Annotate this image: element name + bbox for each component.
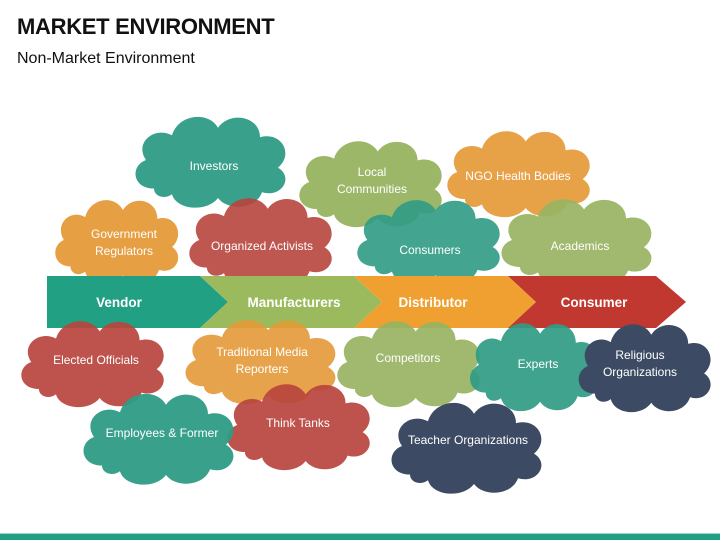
svg-text:Local: Local <box>358 165 387 179</box>
page-subtitle: Non-Market Environment <box>17 50 195 67</box>
cloud-competitors: Competitors <box>337 321 480 408</box>
cloud-teacher-organizations: Teacher Organizations <box>391 402 542 494</box>
cloud-label: Investors <box>190 159 239 173</box>
svg-text:Employees & Former: Employees & Former <box>106 426 219 440</box>
cloud-employees-former: Employees & Former <box>83 393 234 485</box>
cloud-traditional-media-reporters: Traditional Media Reporters <box>185 320 336 405</box>
cloud-academics: Academics <box>501 199 652 286</box>
stage-distributor <box>354 276 536 328</box>
stage-consumer <box>508 276 686 328</box>
svg-text:Competitors: Competitors <box>376 351 441 365</box>
stage-label-distributor: Distributor <box>399 295 469 310</box>
svg-text:Academics: Academics <box>551 239 610 253</box>
svg-text:Traditional Media: Traditional Media <box>216 345 308 359</box>
cloud-think-tanks: Think Tanks <box>227 384 370 471</box>
svg-text:Organized Activists: Organized Activists <box>211 239 313 253</box>
svg-text:Elected Officials: Elected Officials <box>53 353 139 367</box>
svg-text:Consumers: Consumers <box>399 243 460 257</box>
cloud-investors: Investors <box>135 116 286 208</box>
cloud-organized-activists: Organized Activists <box>189 198 332 287</box>
stage-manufacturers <box>200 276 382 328</box>
footer-accent-bar <box>0 533 720 540</box>
stage-label-vendor: Vendor <box>96 295 143 310</box>
stage-label-consumer: Consumer <box>561 295 629 310</box>
svg-text:Think Tanks: Think Tanks <box>266 416 330 430</box>
stage-label-manufacturers: Manufacturers <box>247 295 340 310</box>
cloud-ngo-health-bodies: NGO Health Bodies <box>447 131 590 218</box>
svg-text:Religious: Religious <box>615 348 664 362</box>
page-title: MARKET ENVIRONMENT <box>17 14 275 39</box>
cloud-consumers: Consumers <box>357 200 500 285</box>
svg-text:Experts: Experts <box>518 357 559 371</box>
svg-text:Teacher Organizations: Teacher Organizations <box>408 433 528 447</box>
cloud-local-communities: Local Communities <box>299 141 442 228</box>
svg-text:NGO Health Bodies: NGO Health Bodies <box>465 169 570 183</box>
svg-text:Reporters: Reporters <box>236 362 289 376</box>
svg-text:Government: Government <box>91 227 158 241</box>
cloud-religious-organizations: Religious Organizations <box>578 324 711 413</box>
cloud-government-regulators: Government Regulators <box>55 200 179 285</box>
value-chain-arrow: Vendor Manufacturers Distributor Consume… <box>47 276 686 328</box>
cloud-elected-officials: Elected Officials <box>21 321 164 408</box>
cloud-experts: Experts <box>469 323 598 412</box>
svg-text:Regulators: Regulators <box>95 244 153 258</box>
stage-vendor <box>47 276 228 328</box>
svg-text:Organizations: Organizations <box>603 365 677 379</box>
svg-text:Communities: Communities <box>337 182 407 196</box>
